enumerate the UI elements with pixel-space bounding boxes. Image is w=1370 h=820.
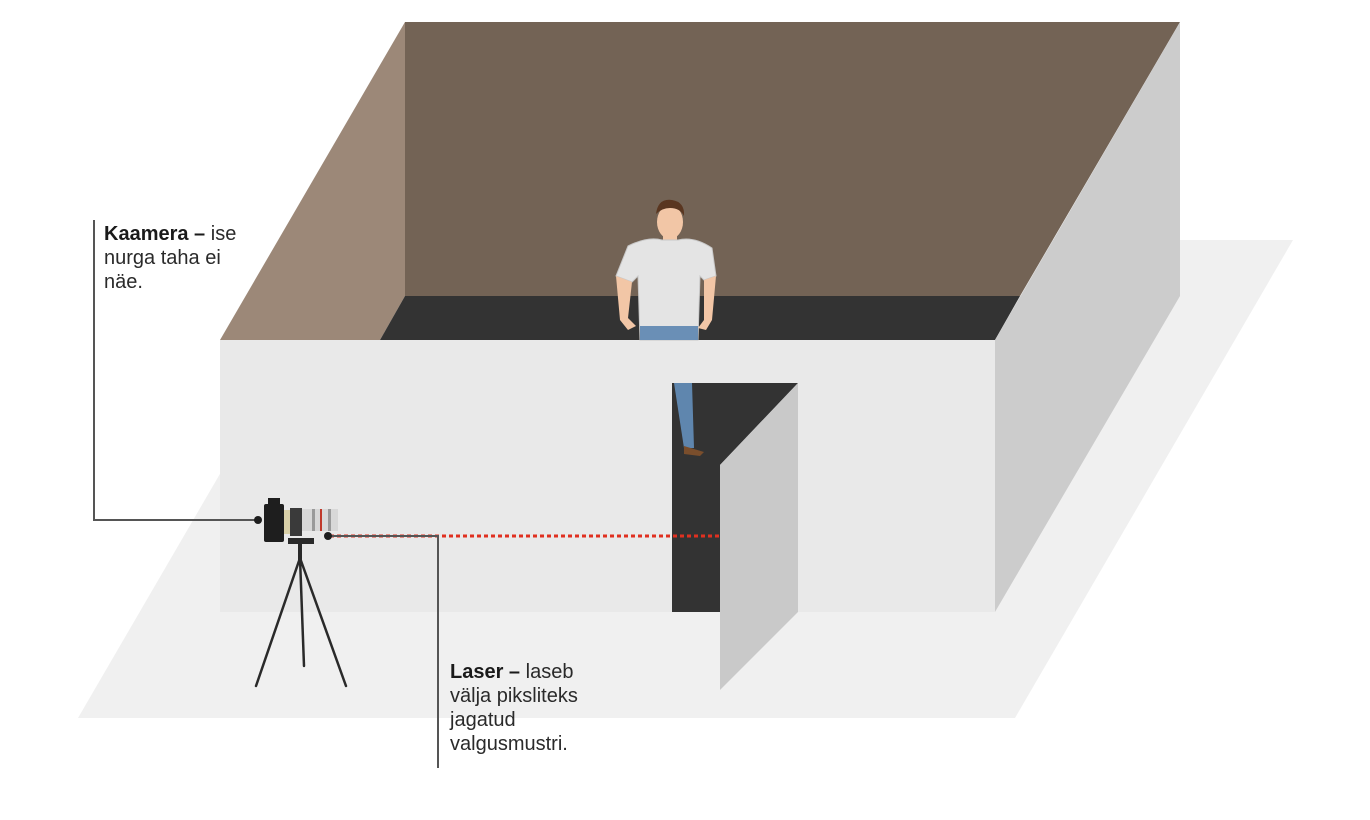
side-wall: [995, 22, 1180, 612]
tripod-icon: [254, 538, 348, 688]
doorway-top-shadow: [672, 383, 798, 465]
laser-callout: Laser – laseb välja piksliteks jagatud v…: [450, 660, 620, 756]
back-wall: [405, 22, 1180, 296]
laser-leader-line: [328, 535, 439, 768]
front-wall: [220, 340, 995, 612]
laser-callout-title: Laser –: [450, 661, 521, 683]
door-panel: [720, 383, 798, 690]
camera-callout-text: ise nurga taha ei näe.: [104, 223, 237, 293]
room-floor: [380, 296, 1020, 340]
laser-callout-text: laseb välja piksliteks jagatud valgusmus…: [450, 661, 578, 755]
laser-leader-dot: [324, 532, 332, 540]
camera-callout: Kaamera – ise nurga taha ei näe.: [104, 222, 244, 294]
person-icon: [615, 199, 717, 341]
person-legs: [674, 383, 704, 456]
left-wall: [220, 22, 405, 340]
camera-leader-line: [93, 220, 258, 521]
camera-leader-dot: [254, 516, 262, 524]
camera-icon: [264, 498, 338, 542]
camera-callout-title: Kaamera –: [104, 223, 206, 245]
